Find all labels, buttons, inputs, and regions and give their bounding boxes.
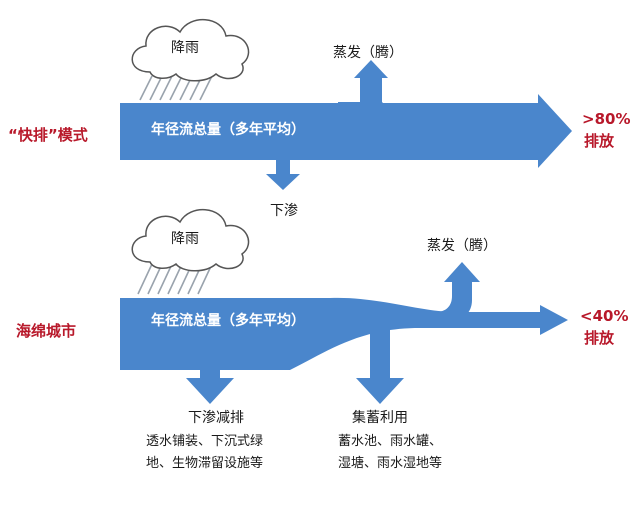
top-evaporation-label: 蒸发（腾） [333, 45, 403, 61]
bottom-main-flow-arrow [120, 297, 568, 370]
bottom-rain-label: 降雨 [171, 231, 199, 247]
storage-title: 集蓄利用 [352, 410, 408, 426]
bottom-storage-arrow [356, 330, 404, 404]
bottom-infiltration-arrow [186, 350, 234, 404]
bottom-discharge-label: 排放 [584, 329, 615, 347]
bottom-evaporation-label: 蒸发（腾） [427, 238, 497, 254]
top-discharge-label: 排放 [584, 132, 615, 150]
top-model-label: “快排”模式 [8, 126, 88, 144]
top-discharge-percent: >80% [582, 110, 631, 128]
storage-line-1: 蓄水池、雨水罐、 [338, 434, 443, 449]
top-evaporation-arrow [338, 60, 388, 104]
bottom-discharge-percent: <40% [580, 307, 629, 325]
infiltration-line-2: 地、生物滞留设施等 [146, 456, 264, 471]
top-rain-label: 降雨 [171, 40, 199, 56]
storage-line-2: 湿塘、雨水湿地等 [338, 456, 443, 471]
bottom-evaporation-arrow [436, 262, 480, 322]
bottom-rain-cloud-icon [131, 208, 250, 272]
top-infiltration-arrow [266, 158, 300, 190]
bottom-main-flow-label: 年径流总量（多年平均） [151, 313, 305, 329]
top-rain-cloud-icon [131, 18, 250, 82]
top-main-flow-arrow [120, 94, 572, 168]
bottom-model-label: 海绵城市 [16, 322, 77, 340]
top-main-flow-label: 年径流总量（多年平均） [151, 122, 305, 138]
infiltration-title: 下渗减排 [188, 410, 244, 426]
top-infiltration-label: 下渗 [270, 203, 298, 219]
infiltration-line-1: 透水铺装、下沉式绿 [146, 434, 264, 449]
